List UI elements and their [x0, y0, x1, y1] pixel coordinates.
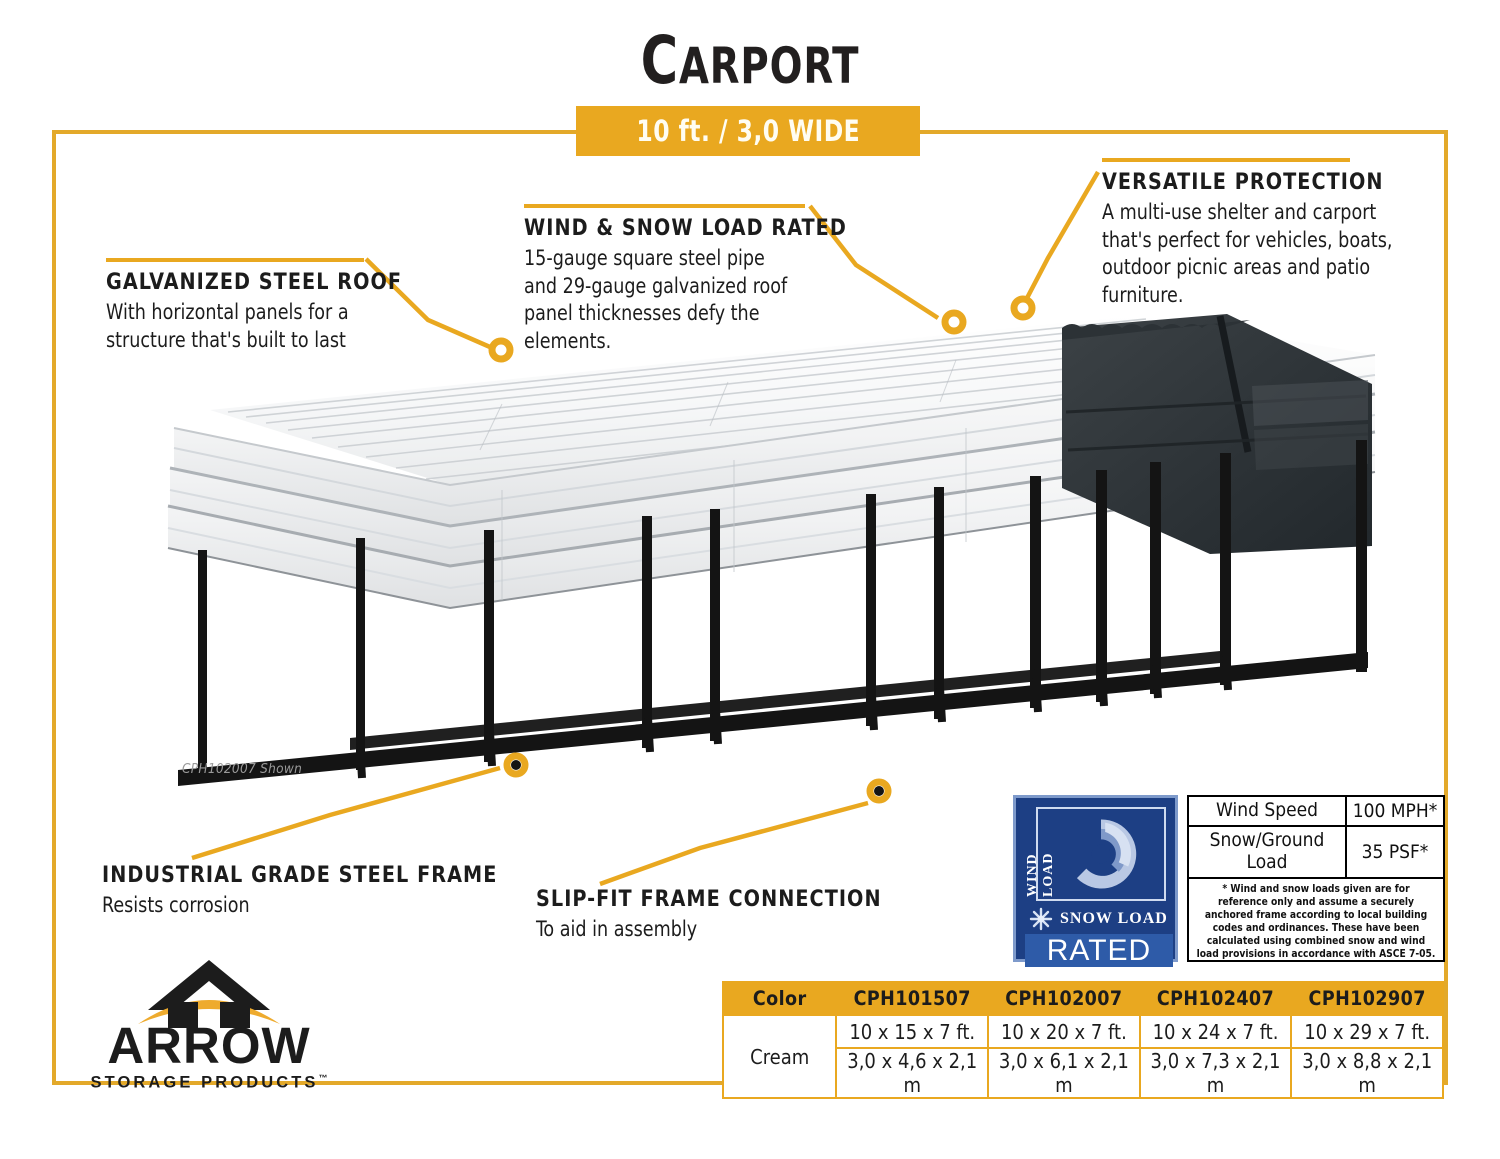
- cell-dim-metric-4: 3,0 x 8,8 x 2,1 m: [1290, 1047, 1444, 1099]
- callout-galvanized-steel-roof: GALVANIZED STEEL ROOF With horizontal pa…: [106, 258, 406, 354]
- header-color: Color: [721, 981, 838, 1016]
- spec-value: 35 PSF*: [1361, 840, 1429, 863]
- badge-rated-label: RATED: [1046, 933, 1152, 967]
- arrow-storage-products-logo: ARROW STORAGE PRODUCTS™: [84, 958, 334, 1098]
- size-banner: 10 ft. / 3,0 WIDE: [576, 106, 920, 156]
- product-size-table: Color CPH101507 CPH102007 CPH102407 CPH1…: [721, 981, 1444, 1099]
- badge-snow-load-label: SNOW LOAD: [1060, 910, 1168, 927]
- frame-border-left: [52, 130, 56, 1085]
- cell-dim-imperial-1: 10 x 15 x 7 ft.: [835, 1014, 990, 1049]
- callout-title: WIND & SNOW LOAD RATED: [524, 215, 847, 241]
- logo-subtitle: STORAGE PRODUCTS™: [84, 1074, 334, 1091]
- callout-body: 15-gauge square steel pipe and 29-gauge …: [524, 245, 788, 354]
- spec-row-snow-ground-load: Snow/Ground Load 35 PSF*: [1189, 827, 1443, 879]
- photo-caption: CPH102007 Shown: [182, 761, 303, 777]
- header-model-4: CPH102907: [1290, 981, 1444, 1016]
- callout-title: INDUSTRIAL GRADE STEEL FRAME: [102, 862, 498, 888]
- header-model-2: CPH102007: [987, 981, 1141, 1016]
- cell-dim-imperial-4: 10 x 29 x 7 ft.: [1290, 1014, 1444, 1049]
- spec-value: 100 MPH*: [1352, 800, 1438, 822]
- header-model-1: CPH101507: [835, 981, 990, 1016]
- spec-label: Snow/Ground Load: [1189, 827, 1347, 877]
- cell-dim-imperial-3: 10 x 24 x 7 ft.: [1138, 1014, 1293, 1049]
- frame-border-top-right: [920, 130, 1448, 134]
- cell-dim-imperial-2: 10 x 20 x 7 ft.: [987, 1014, 1141, 1049]
- cell-dim-metric-3: 3,0 x 7,3 x 2,1 m: [1138, 1047, 1293, 1099]
- spec-row-footnote: * Wind and snow loads given are for refe…: [1189, 879, 1443, 965]
- badge-swirl-frame: [1036, 807, 1166, 901]
- callout-title: VERSATILE PROTECTION: [1102, 169, 1384, 195]
- wind-snow-load-rated-badge: WIND LOAD: [1013, 795, 1178, 967]
- callout-rule: [524, 204, 805, 208]
- cell-color-value: Cream: [721, 1014, 838, 1099]
- logo-subtitle-text: STORAGE PRODUCTS: [90, 1073, 319, 1092]
- badge-snow-load-row: SNOW LOAD: [1029, 905, 1169, 933]
- snowflake-icon: [1029, 907, 1053, 931]
- load-spec-table: Wind Speed 100 MPH* Snow/Ground Load 35 …: [1187, 795, 1445, 962]
- callout-slip-fit-frame-connection: SLIP-FIT FRAME CONNECTION To aid in asse…: [536, 886, 882, 944]
- header-model-3: CPH102407: [1138, 981, 1293, 1016]
- wind-swirl-icon: [1076, 819, 1137, 889]
- callout-industrial-grade-steel-frame: INDUSTRIAL GRADE STEEL FRAME Resists cor…: [102, 862, 498, 920]
- table-header-row: Color CPH101507 CPH102007 CPH102407 CPH1…: [721, 981, 1444, 1016]
- table-row: 3,0 x 4,6 x 2,1 m 3,0 x 6,1 x 2,1 m 3,0 …: [723, 1047, 1444, 1099]
- logo-wordmark: ARROW: [107, 1017, 311, 1074]
- carport-product-image: [150, 300, 1380, 820]
- callout-title: GALVANIZED STEEL ROOF: [106, 269, 403, 295]
- page-title-rest: ARPORT: [678, 37, 860, 95]
- callout-versatile-protection: VERSATILE PROTECTION A multi-use shelter…: [1102, 158, 1432, 310]
- house-roof-icon: [138, 960, 280, 1030]
- frame-border-top-left: [52, 130, 576, 134]
- page-title: CARPORT: [105, 22, 1395, 99]
- callout-body: With horizontal panels for a structure t…: [106, 299, 349, 352]
- callout-body: A multi-use shelter and carport that's p…: [1102, 199, 1393, 308]
- callout-rule: [1102, 158, 1350, 162]
- cell-dim-metric-2: 3,0 x 6,1 x 2,1 m: [987, 1047, 1141, 1099]
- badge-rated-bar: RATED: [1025, 934, 1173, 967]
- spec-row-wind-speed: Wind Speed 100 MPH*: [1189, 797, 1443, 827]
- callout-wind-snow-load-rated: WIND & SNOW LOAD RATED 15-gauge square s…: [524, 204, 847, 356]
- callout-rule: [106, 258, 364, 262]
- carport-illustration: [167, 314, 1376, 786]
- size-banner-label: 10 ft. / 3,0 WIDE: [636, 114, 860, 148]
- callout-body: Resists corrosion: [102, 892, 250, 917]
- callout-title: SLIP-FIT FRAME CONNECTION: [536, 886, 882, 912]
- page-title-initial: C: [640, 22, 679, 99]
- cell-dim-metric-1: 3,0 x 4,6 x 2,1 m: [835, 1047, 990, 1099]
- spec-footnote: * Wind and snow loads given are for refe…: [1196, 883, 1436, 960]
- table-row: Cream 10 x 15 x 7 ft. 10 x 20 x 7 ft. 10…: [721, 1014, 1444, 1099]
- frame-border-right: [1444, 130, 1448, 1085]
- spec-label: Wind Speed: [1189, 797, 1347, 825]
- logo-trademark: ™: [318, 1073, 328, 1083]
- callout-body: To aid in assembly: [536, 916, 698, 941]
